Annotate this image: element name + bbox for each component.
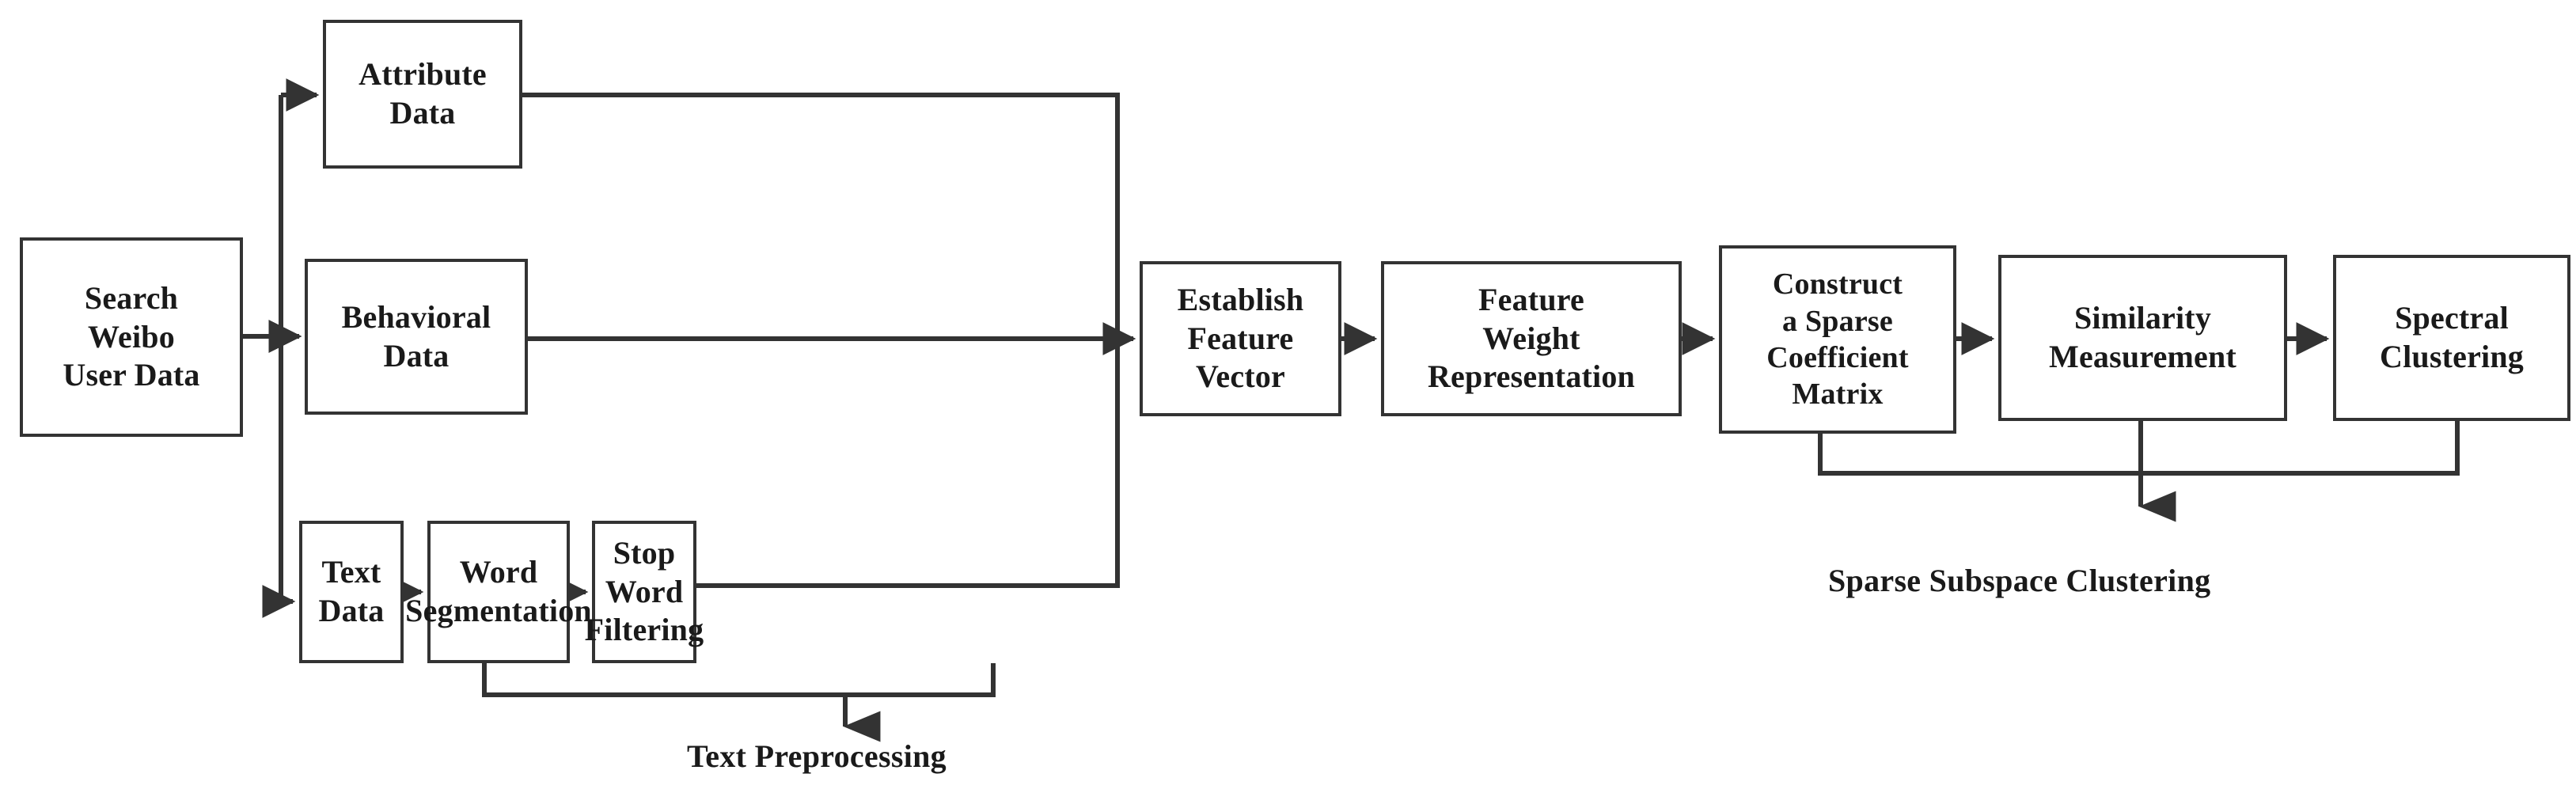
node-text-data[interactable]: Text Data <box>299 521 404 663</box>
label-sparse-subspace-clustering: Sparse Subspace Clustering <box>1828 562 2210 599</box>
edge-text-preprocessing-brace <box>482 663 996 697</box>
label-sparse-subspace-clustering-text: Sparse Subspace Clustering <box>1828 563 2211 598</box>
node-label-behavioral-data: Behavioral Data <box>341 298 491 374</box>
node-label-similarity-measurement: Similarity Measurement <box>2049 300 2236 374</box>
node-establish-feature-vector[interactable]: Establish Feature Vector <box>1140 261 1341 416</box>
node-label-stop-word-filtering: Stop Word Filtering <box>584 534 704 648</box>
node-label-text-data: Text Data <box>318 554 385 628</box>
node-label-construct-a-sparse-coefficient-matrix: Construct a Sparse Coefficient Matrix <box>1766 267 1909 412</box>
node-construct-a-sparse-coefficient-matrix[interactable]: Construct a Sparse Coefficient Matrix <box>1719 245 1956 434</box>
node-behavioral-data[interactable]: Behavioral Data <box>305 259 528 415</box>
node-label-feature-weight-representation: Feature Weight Representation <box>1427 281 1636 395</box>
node-label-attribute-data: Attribute Data <box>359 56 487 131</box>
node-word-segmentation[interactable]: Word Segmentation <box>405 521 592 663</box>
node-label-search-weibo-user-data: Search Weibo User Data <box>63 279 200 393</box>
label-text-preprocessing-text: Text Preprocessing <box>687 738 947 774</box>
node-similarity-measurement[interactable]: Similarity Measurement <box>1998 255 2287 421</box>
node-stop-word-filtering[interactable]: Stop Word Filtering <box>585 521 704 663</box>
edge-stop-word-filtering-to-feature-bus <box>696 339 1120 588</box>
node-label-establish-feature-vector: Establish Feature Vector <box>1177 281 1304 395</box>
label-text-preprocessing: Text Preprocessing <box>687 738 947 775</box>
node-search-weibo-user-data[interactable]: Search Weibo User Data <box>20 237 243 437</box>
node-attribute-data[interactable]: Attribute Data <box>323 20 522 169</box>
node-feature-weight-representation[interactable]: Feature Weight Representation <box>1381 261 1682 416</box>
node-label-spectral-clustering: Spectral Clustering <box>2380 300 2524 374</box>
node-spectral-clustering[interactable]: Spectral Clustering <box>2333 255 2570 421</box>
edge-attribute-data-to-feature-bus <box>522 93 1120 339</box>
node-label-word-segmentation: Word Segmentation <box>405 554 592 628</box>
